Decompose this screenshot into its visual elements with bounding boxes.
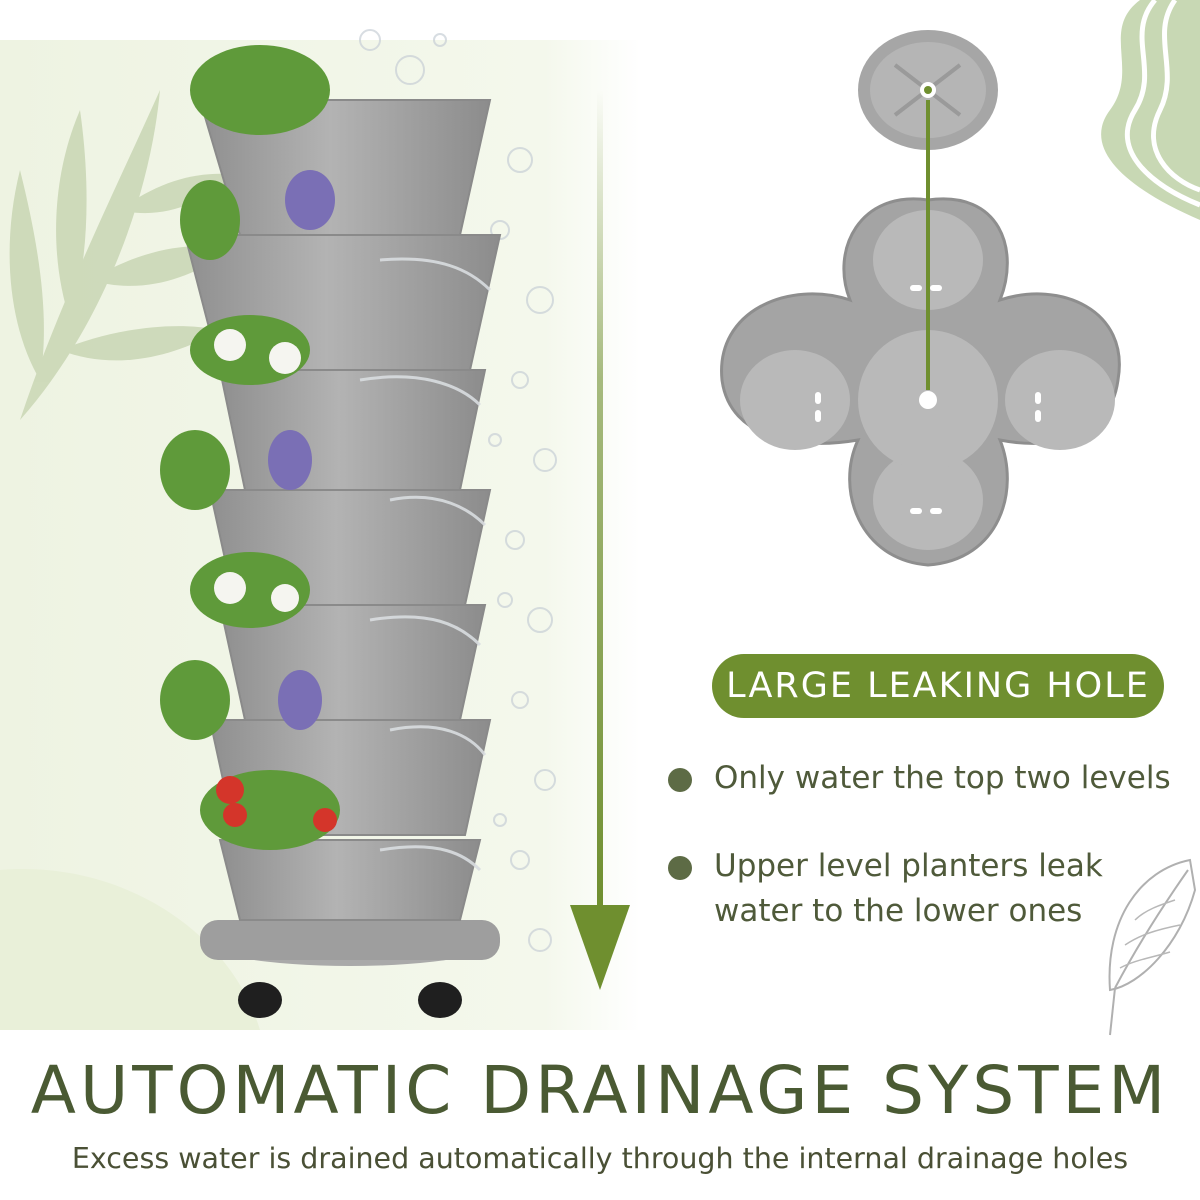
bullet-text: Upper level planters leak water to the l…	[714, 848, 1103, 929]
stacked-planter-tower	[160, 45, 502, 1018]
wave-decoration	[1101, 0, 1200, 220]
down-arrow-icon	[570, 90, 630, 990]
bullet-item: Upper level planters leak water to the l…	[668, 844, 1188, 936]
bullet-dot-icon	[668, 768, 692, 792]
large-leaking-hole-label: LARGE LEAKING HOLE	[712, 654, 1164, 718]
leaf-decoration	[1108, 858, 1197, 1036]
bullet-dot-icon	[668, 856, 692, 880]
bullet-item: Only water the top two levels	[668, 756, 1188, 802]
bullet-text: Only water the top two levels	[714, 760, 1171, 796]
headline: AUTOMATIC DRAINAGE SYSTEM	[30, 1052, 1170, 1129]
subheadline: Excess water is drained automatically th…	[71, 1142, 1129, 1175]
drainage-hole-diagram	[720, 30, 1121, 567]
